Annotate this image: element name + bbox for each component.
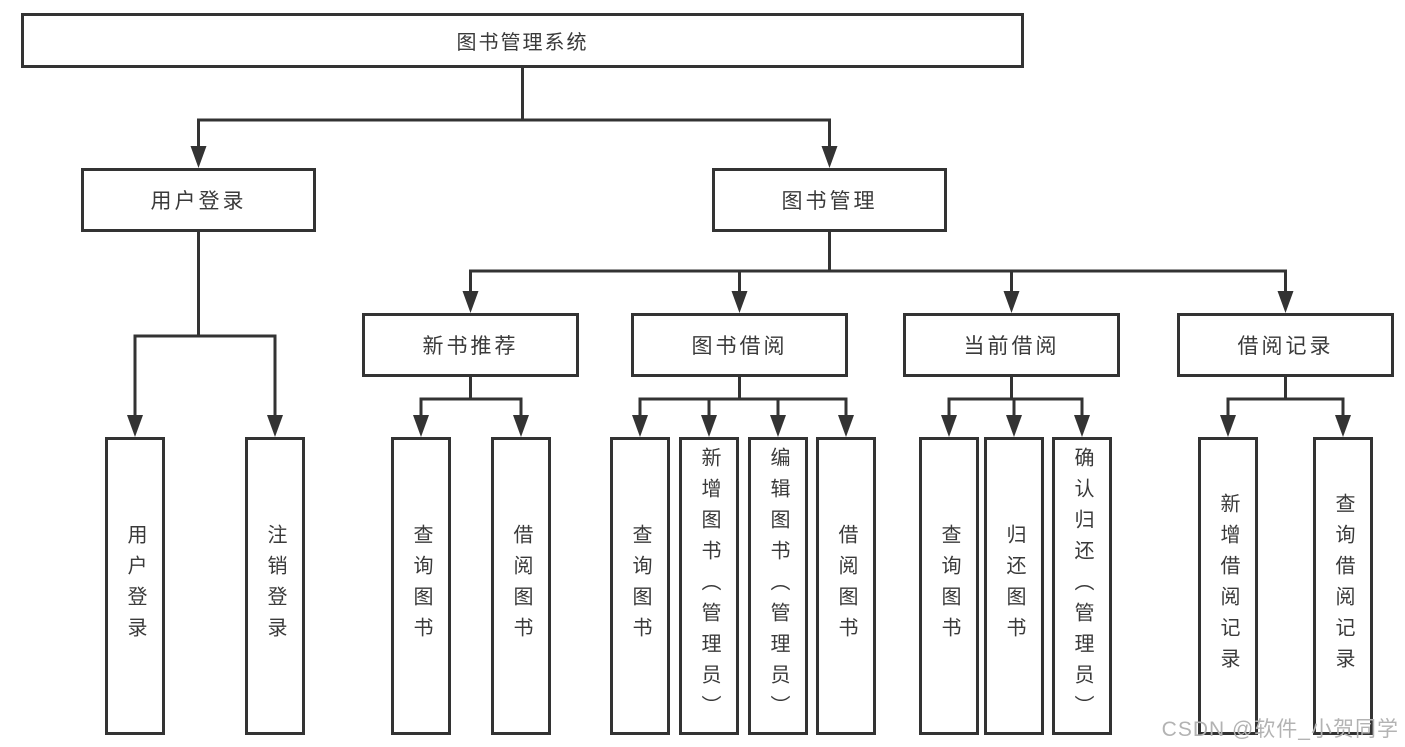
connector-record-to-leaves — [1220, 375, 1351, 437]
leaf-query-book-1: 查询图书 — [391, 437, 451, 735]
connector-borrow-to-leaves — [632, 375, 854, 437]
node-label: 注销登录 — [264, 524, 286, 648]
node-book-management: 图书管理 — [712, 168, 947, 232]
node-label: 图书借阅 — [691, 335, 788, 358]
node-label: 当前借阅 — [963, 335, 1060, 358]
node-label: 图书管理 — [781, 190, 878, 213]
node-label: 归还图书 — [1003, 524, 1025, 648]
node-label: 借阅图书 — [835, 524, 857, 648]
node-label: 新增借阅记录 — [1217, 493, 1239, 679]
leaf-borrow-book-1: 借阅图书 — [491, 437, 551, 735]
node-label: 借阅图书 — [510, 524, 532, 648]
connector-root-to-level2 — [190, 66, 838, 168]
node-user-login: 用户登录 — [81, 168, 316, 232]
node-new-book-recommend: 新书推荐 — [362, 313, 579, 377]
connector-bookmgmt-to-level3 — [462, 230, 1294, 313]
leaf-query-book-3: 查询图书 — [919, 437, 979, 735]
node-label: 用户登录 — [124, 524, 146, 648]
node-label: 新书推荐 — [422, 335, 519, 358]
node-current-borrow: 当前借阅 — [903, 313, 1120, 377]
csdn-watermark: CSDN @软件_小贺同学 — [1161, 718, 1399, 741]
node-label: 查询图书 — [629, 524, 651, 648]
leaf-edit-book-admin: 编辑图书（管理员） — [748, 437, 808, 735]
node-label: 借阅记录 — [1237, 335, 1334, 358]
leaf-logout: 注销登录 — [245, 437, 305, 735]
node-borrow-record: 借阅记录 — [1177, 313, 1394, 377]
connector-newbook-to-leaves — [413, 375, 529, 437]
leaf-user-login: 用户登录 — [105, 437, 165, 735]
leaf-add-book-admin: 新增图书（管理员） — [679, 437, 739, 735]
node-label: 查询图书 — [410, 524, 432, 648]
node-label: 确认归还（管理员） — [1071, 446, 1093, 726]
leaf-query-book-2: 查询图书 — [610, 437, 670, 735]
node-book-borrow: 图书借阅 — [631, 313, 848, 377]
node-system-root: 图书管理系统 — [21, 13, 1024, 68]
node-label: 查询图书 — [938, 524, 960, 648]
leaf-add-borrow-record: 新增借阅记录 — [1198, 437, 1258, 735]
leaf-borrow-book-2: 借阅图书 — [816, 437, 876, 735]
node-label: 用户登录 — [150, 190, 247, 213]
node-label: 新增图书（管理员） — [698, 446, 720, 726]
node-label: 查询借阅记录 — [1332, 493, 1354, 679]
connector-userlogin-to-leaves — [127, 230, 283, 437]
node-label: 图书管理系统 — [456, 32, 589, 54]
leaf-return-book: 归还图书 — [984, 437, 1044, 735]
leaf-confirm-return-admin: 确认归还（管理员） — [1052, 437, 1112, 735]
leaf-query-borrow-record: 查询借阅记录 — [1313, 437, 1373, 735]
connector-current-to-leaves — [941, 375, 1090, 437]
node-label: 编辑图书（管理员） — [767, 446, 789, 726]
